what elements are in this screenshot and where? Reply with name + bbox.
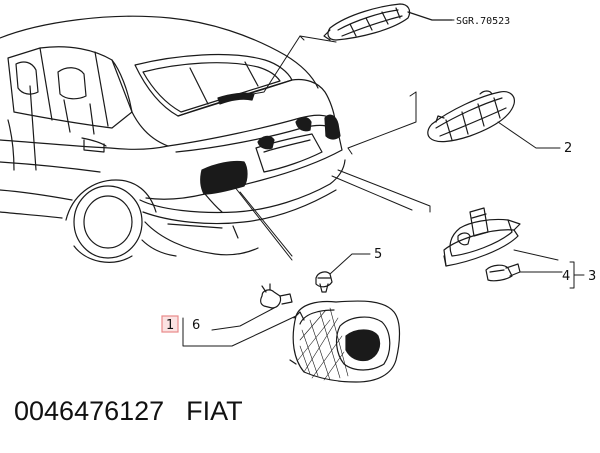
- callout-label-2: 2: [564, 141, 572, 156]
- reference-code-label: SGR.70523: [456, 16, 510, 27]
- part-info-footer: 0046476127 FIAT: [14, 396, 243, 427]
- car-rear-view: [0, 15, 346, 263]
- side-marker-lamp-part: [427, 90, 515, 143]
- callout-1-highlight-box: [161, 315, 179, 333]
- tail-lamp-bulb-part: [260, 283, 293, 309]
- tail-lamp-assembly-part: [289, 300, 401, 383]
- callout-label-1: 1: [166, 318, 174, 333]
- part-number: 0046476127: [14, 396, 165, 426]
- brand-name: FIAT: [186, 396, 243, 426]
- callout-label-6: 6: [192, 318, 200, 333]
- callout-label-3: 3: [588, 269, 596, 284]
- number-plate-lamp-part: [443, 207, 521, 282]
- high-stop-lamp-part: [323, 3, 453, 41]
- callout-label-5: 5: [374, 247, 382, 262]
- callout-label-4: 4: [562, 269, 570, 284]
- fastener-clip-part: [315, 271, 333, 293]
